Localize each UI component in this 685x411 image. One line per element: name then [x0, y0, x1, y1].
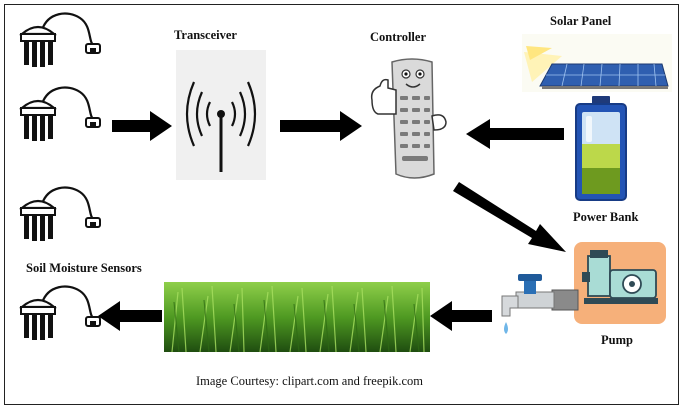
arrow-pump-to-grass	[430, 301, 492, 331]
arrow-grass-to-sensors	[98, 301, 162, 331]
arrow-controller-to-pump	[453, 182, 566, 252]
arrow-transceiver-to-controller	[280, 111, 362, 141]
arrow-powerbank-to-controller	[466, 119, 564, 149]
arrow-sensor-to-transceiver	[112, 111, 172, 141]
